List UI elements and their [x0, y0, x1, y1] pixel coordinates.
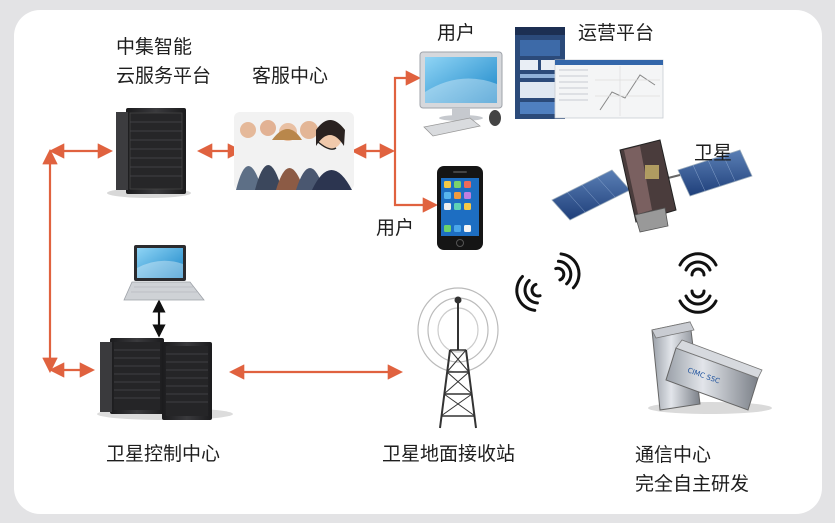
comm-center-label-line2: 完全自主研发 [635, 473, 750, 495]
satellite-icon [551, 139, 753, 233]
communication-device-icon: CIMC SSC [648, 321, 772, 414]
desktop-computer-icon [419, 51, 503, 137]
laptop-icon [123, 245, 205, 301]
control-servers-icon [97, 338, 233, 420]
connector-arrows [42, 70, 439, 380]
smartphone-icon [437, 166, 483, 250]
cloud-platform-label-line1: 中集智能 [116, 36, 193, 58]
user-pc-label: 用户 [437, 22, 476, 44]
satellite-label: 卫星 [694, 142, 733, 164]
customer-service-label: 客服中心 [252, 65, 329, 87]
signal-waves-icon [515, 252, 718, 314]
ops-platform-label: 运营平台 [578, 22, 655, 44]
user-phone-label: 用户 [376, 217, 415, 239]
ops-platform-screen-icon [515, 27, 664, 119]
ground-station-label: 卫星地面接收站 [382, 443, 516, 465]
customer-service-photo [234, 112, 354, 190]
sat-control-label: 卫星控制中心 [106, 443, 221, 465]
cloud-server-icon [107, 108, 191, 198]
comm-center-label-line1: 通信中心 [635, 444, 712, 466]
cloud-platform-label-line2: 云服务平台 [116, 65, 212, 87]
ground-station-tower-icon [417, 287, 499, 429]
